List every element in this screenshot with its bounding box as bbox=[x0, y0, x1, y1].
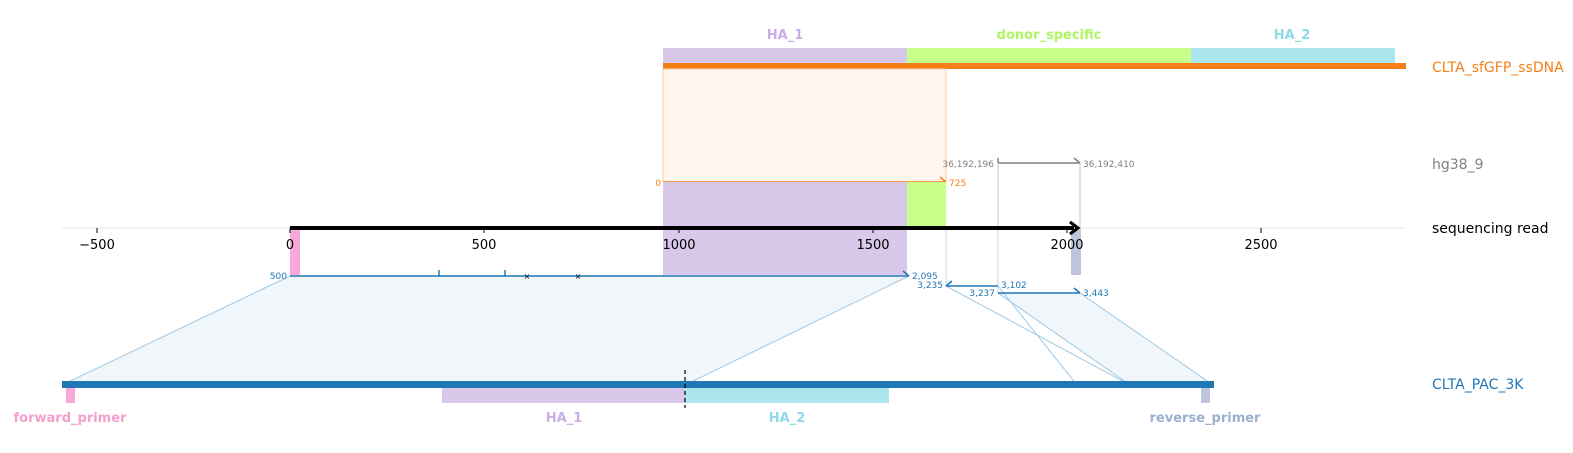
x-axis: −500 0 500 1000 1500 2000 2500 bbox=[62, 227, 1406, 253]
donor-ha1-feature bbox=[663, 48, 907, 66]
read-track-label: sequencing read bbox=[1432, 221, 1548, 237]
donor-ha2-feature bbox=[1191, 48, 1395, 66]
genome-start-coord: 36,192,196 bbox=[942, 160, 994, 170]
genome-end-coord: 36,192,410 bbox=[1083, 160, 1135, 170]
amp-coord-a: 3,235 bbox=[917, 281, 943, 291]
amplicon-alignments: × × 500 2,095 3,235 3,102 3,237 3,443 bbox=[270, 270, 1109, 299]
donor-ha1-label: HA_1 bbox=[767, 28, 804, 43]
axis-tick-label: 500 bbox=[472, 238, 497, 253]
amplicon-forward-primer-label: forward_primer bbox=[14, 411, 128, 426]
donor-track: HA_1 donor_specific HA_2 CLTA_sfGFP_ssDN… bbox=[663, 28, 1564, 76]
axis-tick-label: 2500 bbox=[1244, 238, 1277, 253]
amplicon-bar bbox=[62, 381, 1214, 388]
axis-tick-label: 1000 bbox=[662, 238, 695, 253]
genome-track-label: hg38_9 bbox=[1432, 157, 1483, 173]
amplicon-connector-2 bbox=[684, 275, 910, 386]
donor-track-label: CLTA_sfGFP_ssDNA bbox=[1432, 60, 1564, 76]
amplicon-reverse-primer-feature bbox=[1201, 388, 1210, 403]
read-donor-specific-feature bbox=[907, 182, 946, 226]
axis-tick-label: 2000 bbox=[1050, 238, 1083, 253]
amplicon-forward-primer-feature bbox=[66, 388, 75, 403]
amplicon-ha2-label: HA_2 bbox=[769, 411, 806, 426]
amp-coord-c: 3,237 bbox=[969, 289, 995, 299]
donor-alignment-shade bbox=[662, 68, 947, 183]
amp-end-coord: 2,095 bbox=[912, 272, 938, 282]
donor-bar bbox=[663, 63, 1406, 69]
donor-ha2-label: HA_2 bbox=[1274, 28, 1311, 43]
axis-tick-label: 0 bbox=[286, 238, 294, 253]
amplicon-alignment-shade-main bbox=[62, 276, 909, 385]
amplicon-alignment-shading bbox=[61, 230, 1214, 386]
sequencing-read: sequencing read bbox=[290, 220, 1548, 237]
read-reverse-primer-feature bbox=[1071, 230, 1081, 275]
amplicon-ha1-feature bbox=[442, 388, 685, 403]
amp-segment-reverse-arrow bbox=[945, 280, 953, 287]
amplicon-track: forward_primer HA_1 HA_2 reverse_primer … bbox=[14, 370, 1524, 426]
amplicon-ha2-feature bbox=[685, 388, 889, 403]
read-forward-primer-feature bbox=[290, 230, 300, 275]
amplicon-track-label: CLTA_PAC_3K bbox=[1432, 377, 1524, 393]
read-arrowhead bbox=[1069, 220, 1081, 236]
donor-specific-feature bbox=[907, 48, 1191, 66]
donor-specific-label: donor_specific bbox=[997, 28, 1102, 43]
amp-mismatch-mark: × bbox=[524, 272, 531, 281]
axis-tick-label: −500 bbox=[79, 238, 115, 253]
amplicon-ha1-label: HA_1 bbox=[546, 411, 583, 426]
donor-alignment: 0 725 bbox=[655, 68, 966, 189]
amp-coord-b: 3,102 bbox=[1001, 281, 1027, 291]
amp-coord-d: 3,443 bbox=[1083, 289, 1109, 299]
genome-end-arrow bbox=[1073, 157, 1081, 164]
donor-start-coord: 0 bbox=[655, 179, 661, 189]
amplicon-connector-6 bbox=[1079, 292, 1214, 386]
donor-end-coord: 725 bbox=[949, 179, 966, 189]
amplicon-reverse-primer-label: reverse_primer bbox=[1150, 411, 1262, 426]
amplicon-alignment-shade-right bbox=[998, 293, 1213, 385]
axis-tick-label: 1500 bbox=[856, 238, 889, 253]
donor-alignment-arrow bbox=[939, 176, 947, 183]
genome-alignment: 36,192,196 36,192,410 hg38_9 bbox=[942, 157, 1483, 232]
amplicon-connector-5 bbox=[997, 292, 1131, 386]
amplicon-connector-1 bbox=[61, 275, 291, 386]
amp-segment-main-arrow bbox=[902, 270, 910, 277]
amp-start-coord: 500 bbox=[270, 272, 287, 282]
amp-segment-forward-arrow bbox=[1073, 287, 1081, 294]
amp-mismatch-mark: × bbox=[575, 272, 582, 281]
